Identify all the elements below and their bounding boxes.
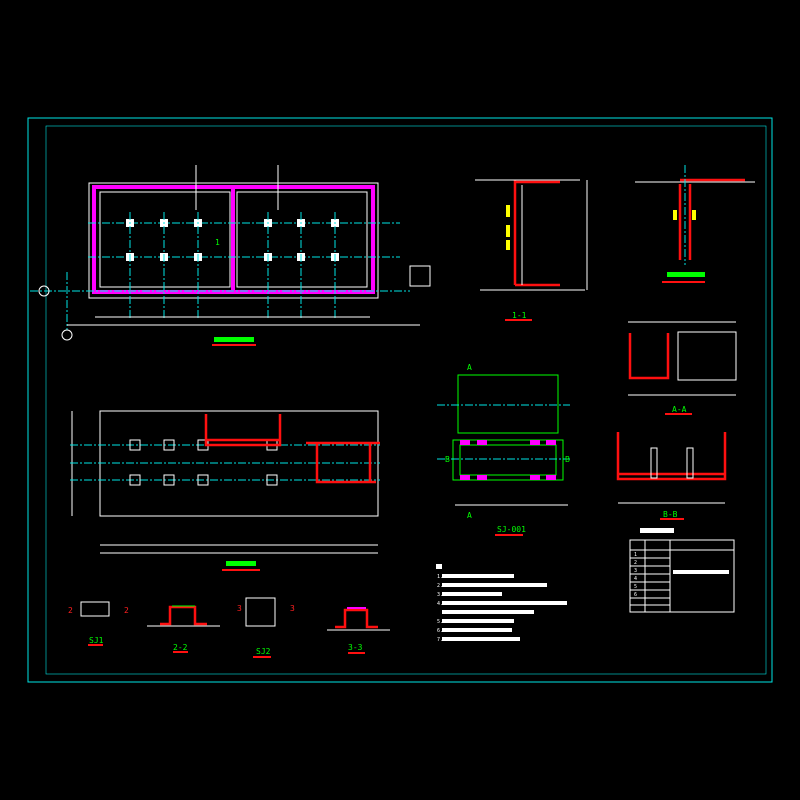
drawing-frame-outer — [27, 117, 773, 683]
note-7: 7. — [437, 637, 443, 643]
section-1-1-label: 1-1 — [512, 311, 527, 320]
sj2-label: SJ2 — [256, 647, 271, 656]
mark-b-right: B — [565, 455, 570, 464]
drawing-frame-inner — [45, 125, 767, 675]
detail-3-3: 3-3 — [327, 607, 390, 654]
section-b-b-label: B-B — [663, 510, 678, 519]
section-2-2-label: 2-2 — [173, 643, 188, 652]
mark-b-left: B — [445, 455, 450, 464]
table-row-3: 3 — [634, 568, 637, 574]
mark-2-left: 2 — [68, 606, 73, 615]
table-row-6: 6 — [634, 592, 637, 598]
mark-a-bottom: A — [467, 511, 472, 520]
detail-sj2: 3 3 SJ2 — [237, 597, 295, 658]
table-row-2: 2 — [634, 560, 637, 566]
section-b-b-drawing: B-B — [616, 432, 727, 520]
section-a-a-drawing: A-A — [628, 321, 737, 415]
table-row-5: 5 — [634, 584, 637, 590]
note-5: 5. — [437, 619, 443, 625]
section-1-1-drawing: 1-1 — [475, 179, 588, 321]
t-section-drawing — [635, 165, 755, 283]
sj001-drawing: A A B B SJ-001 — [437, 363, 570, 536]
notes: 1. 2. 3. 4. 5. 6. 7. — [436, 564, 567, 643]
table-row-1: 1 — [634, 552, 637, 558]
mark-3-left: 3 — [237, 604, 242, 613]
bottom-plan — [70, 410, 380, 571]
mark-2-right: 2 — [124, 606, 129, 615]
note-2: 2. — [437, 583, 443, 589]
detail-sj1: 2 2 SJ1 — [68, 601, 129, 646]
note-4: 4. — [437, 601, 443, 607]
sj1-label: SJ1 — [89, 636, 104, 645]
detail-2-2: 2-2 — [147, 605, 220, 653]
mark-a-top: A — [467, 363, 472, 372]
table-row-4: 4 — [634, 576, 637, 582]
sj001-label: SJ-001 — [497, 525, 526, 534]
section-a-a-label: A-A — [672, 405, 687, 414]
top-plan: 1 — [30, 165, 431, 346]
mark-3-right: 3 — [290, 604, 295, 613]
schedule-table: 1 2 3 4 5 6 — [629, 528, 735, 613]
note-3: 3. — [437, 592, 443, 598]
section-mark-1: 1 — [215, 238, 220, 247]
note-1: 1. — [437, 574, 443, 580]
section-3-3-label: 3-3 — [348, 643, 363, 652]
note-6: 6. — [437, 628, 443, 634]
